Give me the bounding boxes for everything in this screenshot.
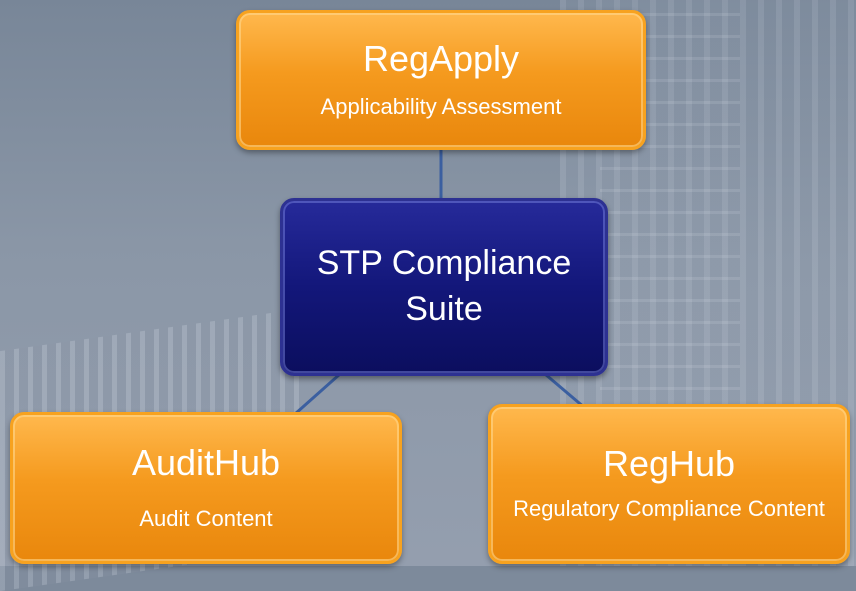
- node-audithub-title: AuditHub: [131, 441, 281, 483]
- node-center[interactable]: STP Compliance Suite: [280, 198, 608, 376]
- connector-reghub: [544, 372, 586, 410]
- node-regapply-title: RegApply: [362, 37, 520, 79]
- center-title: STP Compliance Suite: [316, 244, 572, 328]
- node-reghub-title: RegHub: [602, 443, 736, 485]
- node-audithub[interactable]: AuditHub Audit Content: [10, 412, 402, 564]
- node-reghub[interactable]: RegHub Regulatory Compliance Content: [488, 404, 850, 564]
- connector-layer: [294, 150, 586, 416]
- node-regapply-subtitle: Applicability Assessment: [320, 93, 562, 119]
- node-audithub-subtitle: Audit Content: [139, 505, 273, 531]
- connector-audithub: [294, 372, 341, 416]
- node-reghub-subtitle: Regulatory Compliance Content: [513, 495, 825, 521]
- node-regapply[interactable]: RegApply Applicability Assessment: [236, 10, 646, 150]
